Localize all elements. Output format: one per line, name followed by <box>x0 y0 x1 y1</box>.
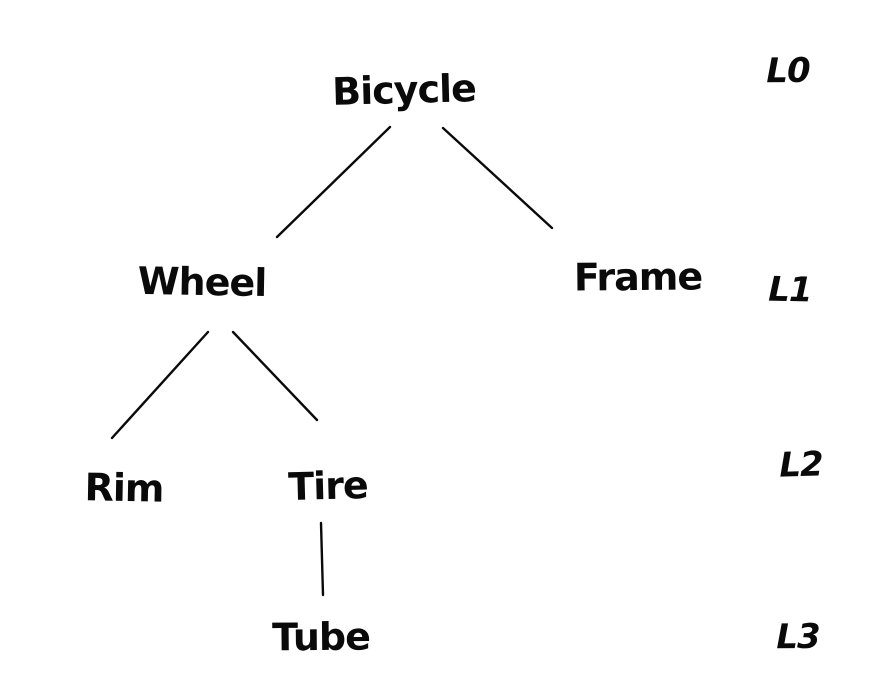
node-frame: Frame <box>573 254 703 300</box>
edge-wheel-rim <box>110 330 210 440</box>
node-rim: Rim <box>84 465 164 511</box>
level-label-l3: L3 <box>776 616 820 658</box>
level-label-l0: L0 <box>766 50 810 92</box>
edge-tire-tube <box>319 521 325 597</box>
edge-bicycle-wheel <box>275 125 392 239</box>
edge-bicycle-frame <box>441 126 554 230</box>
level-label-l1: L1 <box>767 269 813 311</box>
node-bicycle: Bicycle <box>331 66 477 114</box>
node-wheel: Wheel <box>137 258 267 306</box>
level-label-l2: L2 <box>778 444 824 486</box>
node-tube: Tube <box>271 614 371 660</box>
node-tire: Tire <box>287 462 369 510</box>
edge-wheel-tire <box>231 330 319 422</box>
